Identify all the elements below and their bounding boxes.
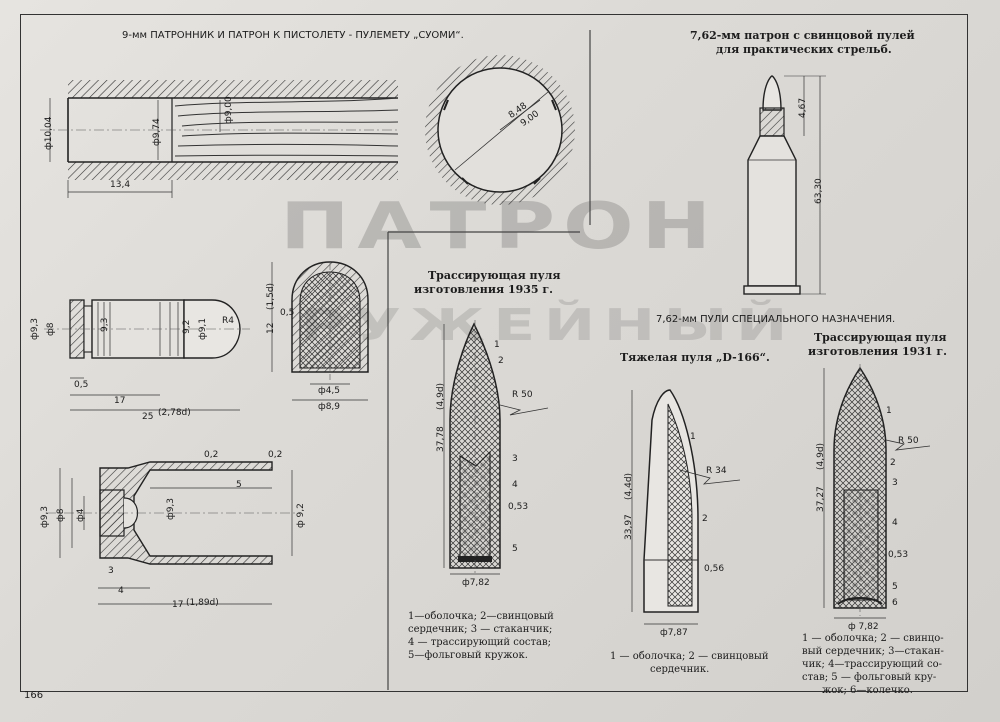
dim-cart-9-2: 9,2 — [182, 319, 192, 334]
suomi-bullet-drawing — [271, 261, 369, 401]
legend-heavy-bullet: 1 — оболочка; 2 — свинцовый сердечник. — [610, 650, 769, 676]
page-frame — [20, 14, 968, 692]
dim-heavy-33-97: 33,97 — [624, 514, 634, 540]
watermark-line2: РУЖЕЙНЫЙ — [300, 300, 796, 351]
legend-tracer-1935: 1—оболочка; 2—свинцовый сердечник; 3 — с… — [408, 610, 554, 662]
callout-tracer31-3: 3 — [892, 478, 898, 488]
title-practice-cartridge: 7,62-мм патрон с свинцовой пулей — [690, 29, 915, 42]
dim-chamber-0-2b: 0,2 — [268, 450, 283, 460]
tracer-1935-drawing — [443, 320, 549, 575]
tracer-1931-drawing — [823, 364, 931, 619]
heavy-bullet-drawing — [631, 389, 741, 625]
legend-line: вый сердечник; 3—стакан- — [802, 646, 944, 657]
dim-10-04: ф10,04 — [44, 116, 54, 150]
dim-tracer35-37-78: 37,78 — [436, 426, 446, 452]
dim-13-4: 13,4 — [110, 180, 131, 190]
dim-chamber-9-2: ф 9,2 — [296, 503, 306, 528]
legend-tracer-1931: 1 — оболочка; 2 — свинцо- вый сердечник;… — [802, 632, 944, 697]
callout-heavy-2: 2 — [702, 514, 708, 524]
dim-cart-9-3: ф9,3 — [30, 317, 40, 340]
legend-line: 1 — оболочка; 2 — свинцо- — [802, 633, 944, 644]
dim-bullet-1-5d: (1,5d) — [266, 282, 276, 310]
dim-chamber-3: 3 — [108, 566, 114, 576]
dim-cart-17: 17 — [114, 396, 126, 406]
title-tracer-1931: Трассирующая пуля — [814, 331, 947, 344]
dim-cart-0-5: 0,5 — [74, 380, 89, 390]
legend-line: жок; 6—колечко. — [822, 685, 913, 696]
dim-bullet-0-5: 0,5 — [280, 308, 295, 318]
dim-chamber-0-2a: 0,2 — [204, 450, 219, 460]
dim-chamber-4-len: 4 — [118, 586, 124, 596]
dim-tracer35-7-82: ф7,82 — [462, 578, 490, 588]
dim-9-74: ф9,74 — [152, 118, 162, 146]
legend-line: сердечник. — [650, 664, 710, 675]
bore-cross-section-drawing — [425, 55, 575, 205]
dim-bullet-4-5: ф4,5 — [318, 386, 341, 396]
legend-line: 1—оболочка; 2—свинцовый — [408, 611, 554, 622]
dim-chamber-17: 17 — [172, 600, 184, 610]
callout-tracer31-2: 2 — [890, 458, 896, 468]
dim-9-00: ф9,00 — [224, 96, 234, 124]
title-tracer-1931-line2: изготовления 1931 г. — [808, 345, 947, 358]
suomi-cartridge-drawing — [44, 299, 250, 411]
legend-line: 1 — оболочка; 2 — свинцовый — [610, 651, 769, 662]
title-tracer-1935: Трассирующая пуля — [428, 269, 561, 282]
legend-line: 5—фольговый кружок. — [408, 650, 528, 661]
legend-line: чик; 4—трассирующий со- — [802, 659, 942, 670]
dim-bullet-12: 12 — [266, 322, 276, 334]
dim-cart-9-1: ф9,1 — [198, 317, 208, 340]
dim-cart-25: 25 — [142, 412, 154, 422]
callout-tracer35-3: 3 — [512, 454, 518, 464]
dim-tracer35-0-53: 0,53 — [508, 502, 529, 512]
callout-tracer35-5: 5 — [512, 544, 518, 554]
dim-cart-8: ф8 — [46, 322, 56, 336]
dim-bullet-8-9: ф8,9 — [318, 402, 341, 412]
dim-tracer31-0-53: 0,53 — [888, 550, 909, 560]
dim-tracer31-r50: R 50 — [898, 436, 919, 446]
callout-tracer35-1: 1 — [494, 340, 500, 350]
dim-tracer31-4-9d: (4,9d) — [816, 442, 826, 470]
dim-practice-4-67: 4,67 — [798, 97, 808, 118]
callout-tracer31-5: 5 — [892, 582, 898, 592]
callout-tracer35-2: 2 — [498, 356, 504, 366]
callout-tracer35-4: 4 — [512, 480, 518, 490]
dim-chamber-9-3-inner: ф9,3 — [166, 497, 176, 520]
dim-tracer35-4-9d: (4,9d) — [436, 382, 446, 410]
title-special-purpose: 7,62-мм ПУЛИ СПЕЦИАЛЬНОГО НАЗНАЧЕНИЯ. — [656, 314, 896, 325]
dim-heavy-0-56: 0,56 — [704, 564, 725, 574]
dim-tracer35-r50: R 50 — [512, 390, 533, 400]
dim-chamber-5: 5 — [236, 480, 242, 490]
dim-practice-63-30: 63,30 — [814, 178, 824, 204]
page-number: 166 — [24, 690, 44, 701]
dim-tracer31-7-82: ф 7,82 — [848, 622, 879, 632]
dim-chamber-8: ф8 — [56, 508, 66, 522]
dim-chamber-1-89d: (1,89d) — [186, 598, 219, 608]
suomi-chamber-section-drawing — [46, 461, 300, 605]
legend-line: 4 — трассирующий состав; — [408, 637, 551, 648]
dim-chamber-9-3: ф9,3 — [40, 505, 50, 528]
dim-heavy-7-87: ф7,87 — [660, 628, 688, 638]
title-suomi: 9-мм ПАТРОННИК И ПАТРОН К ПИСТОЛЕТУ - ПУ… — [122, 30, 464, 41]
dim-heavy-r34: R 34 — [706, 466, 727, 476]
title-heavy-bullet: Тяжелая пуля „D-166“. — [620, 351, 770, 364]
legend-line: став; 5 — фольговый кру- — [802, 672, 937, 683]
dim-chamber-4: ф4 — [76, 508, 86, 522]
dim-heavy-4-4d: (4,4d) — [624, 472, 634, 500]
callout-tracer31-6: 6 — [892, 598, 898, 608]
dim-cart-9-3-inner: 9,3 — [100, 317, 110, 332]
practice-cartridge-drawing — [743, 75, 826, 295]
title-practice-cartridge-line2: для практических стрельб. — [716, 43, 892, 56]
callout-heavy-1: 1 — [690, 432, 696, 442]
dim-cart-2-78d: (2,78d) — [158, 408, 191, 418]
title-tracer-1935-line2: изготовления 1935 г. — [414, 283, 553, 296]
chamber-rifling-drawing — [40, 80, 400, 198]
dim-tracer31-37-27: 37,27 — [816, 486, 826, 512]
callout-tracer31-4: 4 — [892, 518, 898, 528]
dim-cart-r4: R4 — [222, 316, 234, 326]
callout-tracer31-1: 1 — [886, 406, 892, 416]
legend-line: сердечник; 3 — стаканчик; — [408, 624, 553, 635]
